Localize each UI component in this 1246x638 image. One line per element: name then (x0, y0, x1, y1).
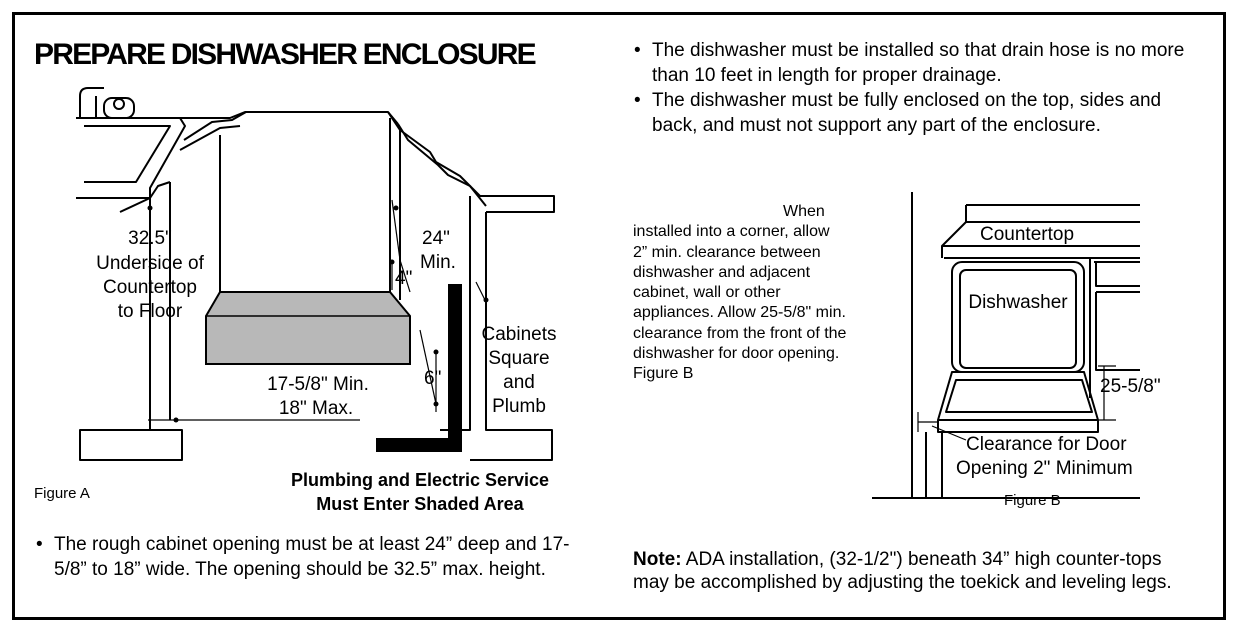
note-text: ADA installation, (32-1/2") beneath 34” … (633, 549, 1172, 593)
six-inch-label: 6" (424, 368, 441, 389)
cabinets-label-2: Square (488, 348, 549, 369)
figure-b-dimension-lines (917, 365, 1116, 441)
service-label-1: Plumbing and Electric Service (291, 470, 549, 490)
cabinets-label-3: and (503, 372, 535, 393)
height-dim-label-2: Countertop (103, 277, 197, 298)
clearance-label-1: Clearance for Door (966, 434, 1127, 455)
page-border (12, 12, 1226, 620)
ada-note: Note: ADA installation, (32-1/2") beneat… (633, 548, 1193, 594)
width-min-label: 17-5/8" Min. (267, 374, 369, 395)
requirements-list: The dishwasher must be installed so that… (632, 38, 1192, 138)
door-dim-label: 25-5/8" (1100, 376, 1161, 397)
cabinet-opening-list: The rough cabinet opening must be at lea… (34, 532, 594, 582)
four-inch-label: 4" (395, 268, 412, 289)
figure-a-caption: Figure A (34, 485, 90, 502)
height-dim-label-1: Underside of (96, 253, 204, 274)
right-countertop (387, 111, 555, 213)
note-label: Note: (633, 549, 682, 570)
corner-clearance-text: When installed into a corner, allow 2” m… (633, 202, 848, 385)
list-item: The dishwasher must be fully enclosed on… (632, 88, 1192, 138)
depth-dim-label: Min. (420, 252, 456, 273)
l-bracket (376, 284, 462, 452)
left-cabinet (79, 198, 183, 461)
list-item: The rough cabinet opening must be at lea… (34, 532, 594, 582)
figure-a-diagram (76, 87, 555, 461)
page-title: PREPARE DISHWASHER ENCLOSURE (34, 38, 537, 71)
list-item: The dishwasher must be installed so that… (632, 38, 1192, 88)
cabinets-label-4: Plumb (492, 396, 546, 417)
figure-b-caption: Figure B (1004, 492, 1061, 509)
clearance-label-2: Opening 2" Minimum (956, 458, 1133, 479)
depth-dim-value: 24" (422, 228, 450, 249)
shaded-service-area (205, 291, 411, 365)
height-dim-value: 32.5" (128, 228, 172, 249)
service-label-2: Must Enter Shaded Area (316, 494, 524, 514)
dishwasher-label: Dishwasher (968, 292, 1068, 313)
countertop-label: Countertop (980, 224, 1074, 245)
left-countertop (76, 117, 186, 199)
dishwasher-tub (951, 261, 1085, 373)
figure-b-diagram (872, 192, 1140, 499)
width-max-label: 18" Max. (279, 398, 353, 419)
faucet-icon (79, 87, 135, 119)
countertop-shape (941, 204, 1140, 258)
cabinets-label-1: Cabinets (482, 324, 557, 345)
corner-text-body: installed into a corner, allow 2” min. c… (633, 223, 847, 383)
height-dim-label-3: to Floor (118, 301, 183, 322)
corner-text-first-line: When (783, 203, 825, 220)
